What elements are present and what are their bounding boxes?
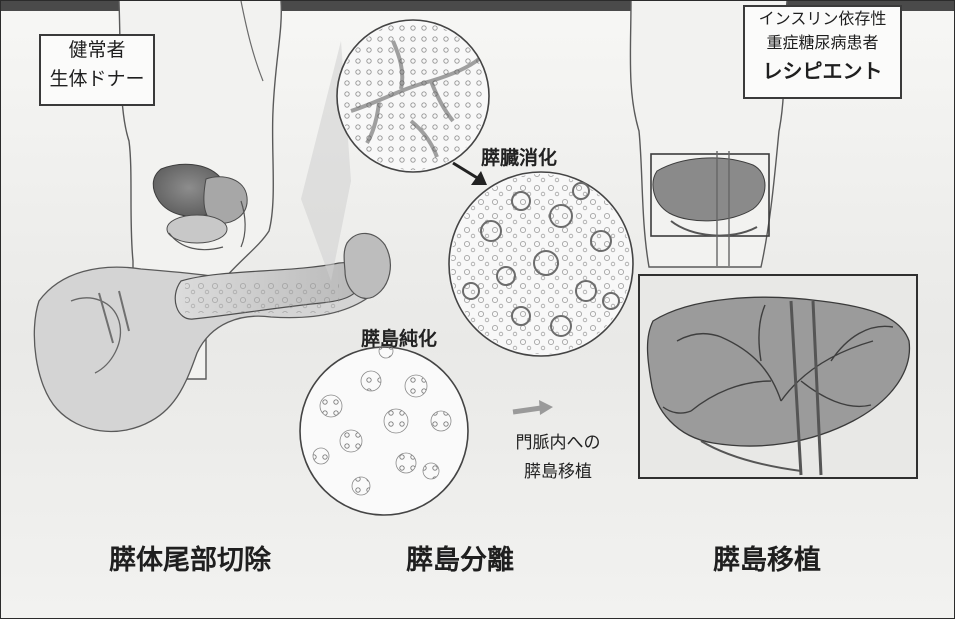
donor-label-line2: 生体ドナー [41,65,153,94]
donor-label-box: 健常者 生体ドナー [39,34,155,106]
recipient-label-line1: インスリン依存性 [745,7,900,31]
recipient-label-box: インスリン依存性 重症糖尿病患者 レシピエント [743,5,902,99]
transplant-note-line2: 膵島移植 [498,458,618,487]
portal-vein-transplant-note: 門脈内への 膵島移植 [498,429,618,487]
digestion-step-label: 膵臓消化 [481,143,557,170]
purification-step-label: 膵島純化 [361,324,437,351]
isolation-title: 膵島分離 [406,538,514,577]
resection-title: 膵体尾部切除 [109,538,271,577]
transplant-note-line1: 門脈内への [498,429,618,458]
digested-tissue-circle [449,172,633,356]
pancreatic-tissue-circle [337,20,489,172]
transplantation-title: 膵島移植 [713,538,821,577]
donor-label-line1: 健常者 [41,36,153,65]
arrow-right-icon [513,400,553,415]
recipient-label-line3: レシピエント [745,55,900,87]
liver-portal-vein-detail [639,275,917,478]
recipient-label-line2: 重症糖尿病患者 [745,31,900,55]
purified-islets-circle [300,344,468,515]
